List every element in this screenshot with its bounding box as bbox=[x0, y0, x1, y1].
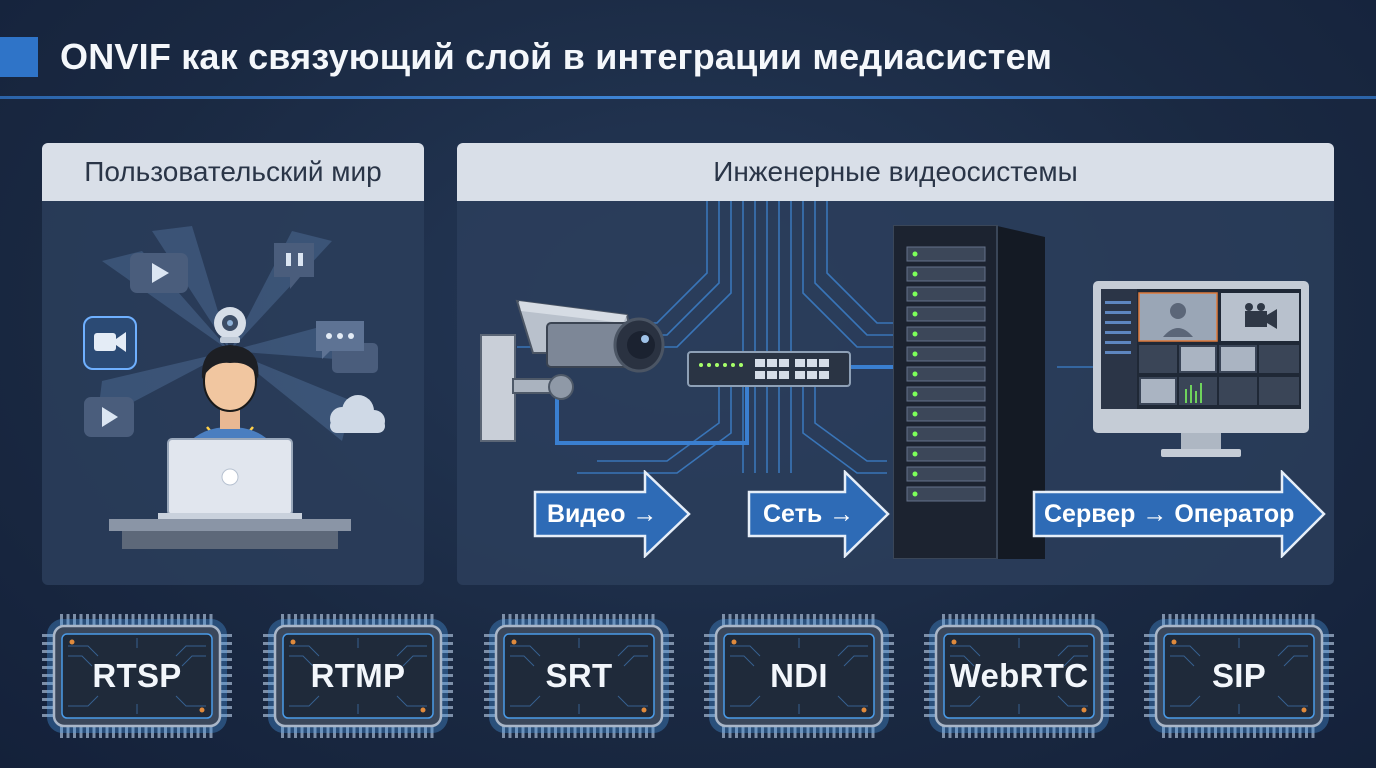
operator-monitor-icon bbox=[1093, 281, 1309, 457]
title-accent-block bbox=[0, 37, 38, 77]
user-world-header: Пользовательский мир bbox=[42, 143, 424, 201]
desk bbox=[109, 519, 351, 531]
network-switch-icon bbox=[687, 351, 851, 387]
engineering-header: Инженерные видеосистемы bbox=[457, 143, 1334, 201]
network-flow-arrow: Сеть → bbox=[747, 470, 890, 558]
server-operator-flow-label: Сервер → Оператор bbox=[1044, 499, 1295, 528]
protocol-label: SRT bbox=[545, 657, 613, 694]
video-flow-arrow: Видео → bbox=[533, 470, 691, 558]
protocol-label: SIP bbox=[1211, 657, 1267, 694]
protocol-label: WebRTC bbox=[949, 657, 1089, 694]
server-rack-icon bbox=[893, 225, 1045, 559]
chat-bubble-icon bbox=[316, 321, 378, 373]
protocol-chip-sip: SIP bbox=[1144, 612, 1334, 740]
protocol-label: RTMP bbox=[310, 657, 406, 694]
protocol-chip-webrtc: WebRTC bbox=[924, 612, 1114, 740]
network-flow-label: Сеть → bbox=[763, 499, 855, 528]
title-bar: ONVIF как связующий слой в интеграции ме… bbox=[0, 0, 1376, 100]
protocol-chip-ndi: NDI bbox=[704, 612, 894, 740]
video-play-icon bbox=[84, 397, 134, 437]
desk-front bbox=[122, 531, 338, 549]
cctv-camera-icon bbox=[480, 299, 665, 442]
title-divider bbox=[0, 96, 1376, 99]
twitch-icon bbox=[274, 243, 314, 289]
video-play-icon bbox=[130, 253, 188, 293]
protocol-label: NDI bbox=[770, 657, 828, 694]
user-world-panel: Пользовательский мир bbox=[42, 143, 424, 585]
video-camera-icon bbox=[83, 316, 137, 370]
server-operator-flow-arrow: Сервер → Оператор bbox=[1032, 470, 1326, 558]
protocol-label: RTSP bbox=[92, 657, 182, 694]
protocol-chip-rtsp: RTSP bbox=[42, 612, 232, 740]
cloud-icon bbox=[330, 395, 385, 433]
page-title: ONVIF как связующий слой в интеграции ме… bbox=[60, 36, 1053, 77]
user-world-illustration bbox=[83, 226, 385, 549]
protocol-chip-rtmp: RTMP bbox=[263, 612, 453, 740]
protocol-chip-srt: SRT bbox=[484, 612, 674, 740]
video-flow-label: Видео → bbox=[547, 499, 658, 528]
laptop-icon bbox=[158, 438, 302, 519]
